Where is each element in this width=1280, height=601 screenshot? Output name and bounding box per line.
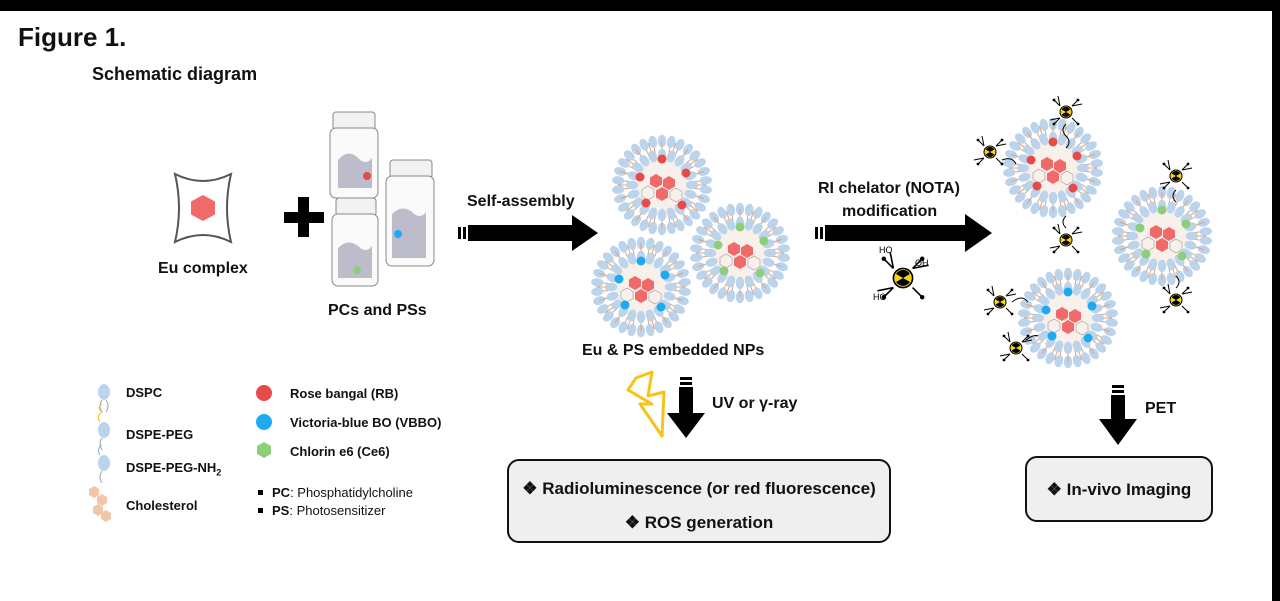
nanoparticle-rb-nota — [1002, 117, 1104, 219]
dye-dot — [1177, 251, 1187, 261]
legend-dspe-peg-nh2-text: DSPE-PEG-NH — [126, 460, 217, 475]
dye-dot — [636, 256, 646, 266]
dye-dot — [1047, 331, 1057, 341]
self-assembly-arrow — [458, 215, 598, 251]
ce6-dot-icon — [257, 442, 271, 458]
bullet-icon — [258, 490, 263, 495]
uv-label: UV or γ-ray — [712, 395, 798, 412]
dye-dot — [1068, 183, 1078, 193]
legend-ce6: Chlorin e6 (Ce6) — [290, 444, 390, 459]
dye-dot — [660, 270, 670, 280]
bullet-icon — [258, 508, 263, 513]
abbr-ps-key: PS — [272, 503, 290, 518]
therapy-outcome-box: ❖ Radioluminescence (or red fluorescence… — [507, 459, 891, 543]
outcome-imaging-text: In-vivo Imaging — [1066, 480, 1192, 499]
figure-title: Figure 1. — [18, 22, 127, 52]
nanoparticle-ce6-nota — [1111, 185, 1213, 287]
dye-dot — [1141, 249, 1151, 259]
nps-label: Eu & PS embedded NPs — [582, 342, 765, 359]
dye-dot — [735, 222, 745, 232]
dye-dot — [1157, 205, 1167, 215]
legend-dspe-peg-nh2-sub: 2 — [216, 467, 222, 478]
lightning-icon — [626, 370, 666, 438]
dye-dot — [635, 172, 645, 182]
dye-dot — [713, 240, 723, 250]
dye-dot — [759, 236, 769, 246]
dye-dot — [755, 268, 765, 278]
dye-dot — [677, 200, 687, 210]
self-assembly-label: Self-assembly — [467, 193, 575, 210]
dye-dot — [1032, 181, 1042, 191]
outcome-radioluminescence-text: Radioluminescence (or red fluorescence) — [542, 479, 876, 498]
cholesterol-icon — [89, 486, 111, 522]
abbr-ps-text: : Photosensitizer — [289, 503, 386, 518]
dye-dot — [1041, 305, 1051, 315]
modification-label: modification — [842, 203, 938, 220]
outcome-radioluminescence: ❖ Radioluminescence (or red fluorescence… — [509, 479, 889, 499]
nanoparticle-rb — [611, 134, 713, 236]
dye-dot — [719, 266, 729, 276]
dye-dot — [1135, 223, 1145, 233]
svg-text:OH: OH — [915, 258, 929, 268]
dspc-icon — [98, 384, 110, 413]
chelator-label: RI chelator (NOTA) — [818, 180, 960, 197]
dye-dot — [1083, 333, 1093, 343]
abbr-pc-text: : Phosphatidylcholine — [290, 485, 413, 500]
legend-cholesterol: Cholesterol — [126, 498, 198, 513]
dye-dot — [1072, 151, 1082, 161]
outcome-ros: ❖ ROS generation — [509, 513, 889, 533]
dye-dot — [656, 302, 666, 312]
nota-chelator-icon — [973, 95, 1193, 362]
vial-icon — [385, 159, 435, 267]
nota-chelator-icon: HO OH HO — [873, 245, 930, 302]
bullet-icon: ❖ — [522, 479, 538, 498]
dye-dot — [1087, 301, 1097, 311]
pet-down-arrow — [1099, 385, 1137, 445]
pet-label: PET — [1145, 400, 1177, 417]
dye-dot — [1063, 287, 1073, 297]
legend-dspc: DSPC — [126, 385, 163, 400]
dye-dot — [641, 198, 651, 208]
vial-icon — [331, 197, 379, 287]
vbbo-dot-icon — [256, 414, 272, 430]
bullet-icon: ❖ — [1046, 480, 1062, 499]
dye-dot — [1181, 219, 1191, 229]
bullet-icon: ❖ — [624, 513, 641, 532]
uv-down-arrow — [667, 377, 705, 438]
eu-complex-label: Eu complex — [158, 260, 248, 277]
dye-dot — [657, 154, 667, 164]
figure-subtitle: Schematic diagram — [92, 64, 258, 84]
plus-icon — [284, 197, 324, 237]
svg-text:HO: HO — [879, 245, 893, 255]
nanoparticle-vbbo — [590, 236, 692, 338]
dye-dot — [1026, 155, 1036, 165]
outcome-ros-text: ROS generation — [644, 513, 774, 532]
legend-dspe-peg-nh2: DSPE-PEG-NH2 — [126, 460, 221, 478]
legend-rb: Rose bangal (RB) — [290, 386, 399, 401]
pcs-pss-label: PCs and PSs — [328, 302, 427, 319]
legend-vbbo: Victoria-blue BO (VBBO) — [290, 415, 442, 430]
vial-icon — [329, 111, 379, 199]
dye-dot — [1048, 137, 1058, 147]
dspe-peg-nh2-icon — [97, 444, 110, 484]
svg-text:HO: HO — [873, 292, 887, 302]
abbr-ps: PS: Photosensitizer — [272, 503, 385, 518]
imaging-outcome-box: ❖ In-vivo Imaging — [1025, 456, 1213, 522]
chelator-arrow — [815, 214, 992, 252]
legend-dspe-peg: DSPE-PEG — [126, 427, 194, 442]
nanoparticle-ce6 — [689, 202, 791, 304]
dye-dot — [620, 300, 630, 310]
dspe-peg-icon — [97, 403, 110, 451]
outcome-imaging: ❖ In-vivo Imaging — [1027, 480, 1211, 500]
abbr-pc: PC: Phosphatidylcholine — [272, 485, 413, 500]
dye-dot — [614, 274, 624, 284]
right-border — [1272, 0, 1280, 601]
eu-complex-icon — [173, 172, 233, 244]
top-border — [0, 0, 1280, 11]
abbr-pc-key: PC — [272, 485, 291, 500]
nanoparticle-vbbo-nota — [1017, 267, 1119, 369]
dye-dot — [681, 168, 691, 178]
rb-dot-icon — [256, 385, 272, 401]
